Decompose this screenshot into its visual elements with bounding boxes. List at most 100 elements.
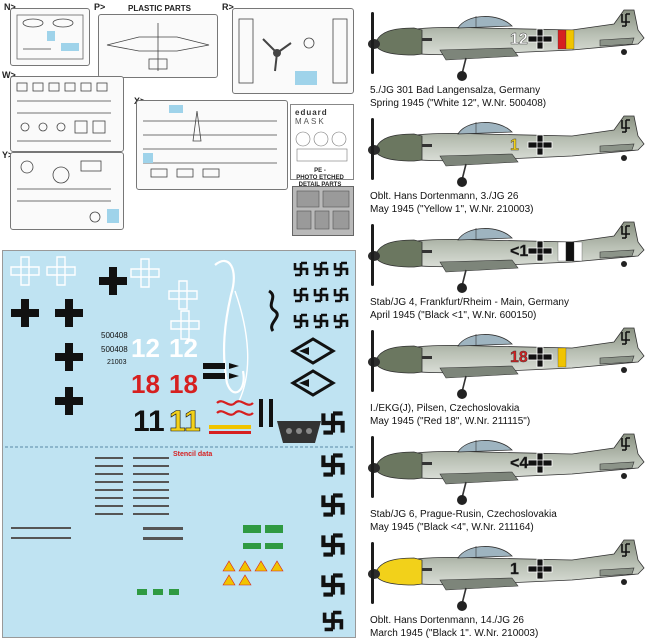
cross-vertical: [537, 135, 543, 155]
profile-5-caption: Stab/JG 6, Prague-Rusin, Czechoslovakia …: [370, 508, 557, 534]
sprue-p-parts: [106, 23, 210, 71]
cross-vertical: [537, 559, 543, 579]
tail-swastika: [621, 119, 630, 133]
profile-1-caption: 5./JG 301 Bad Langensalza, Germany Sprin…: [370, 84, 546, 110]
pe-label-line3: DETAIL PARTS: [298, 182, 342, 188]
cross-vertical: [537, 29, 543, 49]
aircraft-profile-5: <4: [368, 433, 645, 505]
pe-label-line1: PE -: [314, 168, 326, 174]
profile-3-caption-line1: Stab/JG 4, Frankfurt/Rheim - Main, Germa…: [370, 297, 569, 308]
cross-vertical: [537, 347, 543, 367]
sprue-w-label: W>: [2, 70, 16, 80]
tailplane: [599, 355, 635, 365]
sprue-y: [10, 152, 124, 230]
nose-cowling: [375, 557, 423, 586]
nose-cowling: [375, 239, 423, 268]
tactical-number: <4: [510, 455, 528, 472]
profile-4: 18 I./EKG(J), Pilsen, Czechoslovakia May…: [362, 318, 650, 427]
sprue-n-label: N>: [4, 2, 16, 12]
profile-4-caption: I./EKG(J), Pilsen, Czechoslovakia May 19…: [370, 402, 530, 428]
aircraft-profile-3: <1: [368, 221, 645, 293]
aircraft-profile-1: 12: [368, 9, 645, 81]
pe-fret-parts: [296, 190, 350, 230]
wheel: [457, 389, 467, 399]
fuselage-band: [565, 241, 575, 262]
canopy: [457, 16, 513, 29]
mask-card: eduard MASK: [290, 104, 354, 180]
tail-wheel: [621, 579, 627, 585]
tail-wheel: [621, 49, 627, 55]
propeller: [371, 330, 374, 392]
wing: [439, 153, 519, 167]
mask-label: MASK: [295, 117, 326, 126]
pe-fret: [292, 186, 354, 236]
sprue-r-label: R>: [222, 2, 234, 12]
profile-3-caption: Stab/JG 4, Frankfurt/Rheim - Main, Germa…: [370, 296, 569, 322]
tail-swastika: [621, 225, 630, 239]
profile-2-caption-line1: Oblt. Hans Dortenmann, 3./JG 26: [370, 191, 519, 202]
exhaust: [422, 250, 432, 253]
sprue-y-label: Y>: [2, 150, 14, 160]
decal-stencil-header: Stencil data: [173, 451, 213, 458]
tailplane: [599, 143, 635, 153]
tail-swastika: [621, 437, 630, 451]
decal-number-white-b: 12: [169, 333, 198, 363]
tactical-number: 1: [510, 137, 519, 154]
tailplane: [599, 567, 635, 577]
decal-serial-3: 21003: [107, 359, 127, 366]
sprue-x: [136, 100, 288, 190]
exhaust: [422, 144, 432, 147]
canopy: [457, 440, 513, 453]
cross-outline: [527, 134, 553, 156]
decal-number-red-b: 18: [169, 369, 198, 399]
fuselage-band: [557, 29, 567, 50]
wing: [439, 577, 519, 591]
profile-5-caption-line2: May 1945 ("Black <4", W.Nr. 211164): [370, 522, 534, 533]
profile-2-caption: Oblt. Hans Dortenmann, 3./JG 26 May 1945…: [370, 190, 533, 216]
decal-crosses: [5, 256, 353, 632]
profile-6-caption-line2: March 1945 ("Black 1". W.Nr. 210003): [370, 628, 539, 639]
aircraft-profile-6: 1: [368, 539, 645, 611]
tactical-number: 1: [510, 561, 519, 578]
wing: [439, 365, 519, 379]
decal-number-yellow: 11: [169, 405, 201, 439]
exhaust: [422, 462, 432, 465]
cross-outline: [527, 346, 553, 368]
profile-5-caption-line1: Stab/JG 6, Prague-Rusin, Czechoslovakia: [370, 509, 557, 520]
profile-1-caption-line2: Spring 1945 ("White 12", W.Nr. 500408): [370, 98, 547, 109]
decal-number-white-a: 12: [131, 333, 160, 363]
decal-serial-2: 500408: [101, 345, 128, 354]
fuselage-band: [557, 241, 567, 262]
cross-outline: [527, 452, 553, 474]
profile-3-caption-line2: April 1945 ("Black <1", W.Nr. 600150): [370, 310, 537, 321]
canopy: [457, 228, 513, 241]
wing: [439, 259, 519, 273]
profile-6-caption: Oblt. Hans Dortenmann, 14./JG 26 March 1…: [370, 614, 538, 640]
sprue-w-parts: [16, 82, 111, 142]
pe-note: PE - PHOTO ETCHED DETAIL PARTS: [284, 168, 356, 189]
profile-1: 12 5./JG 301 Bad Langensalza, Germany Sp…: [362, 0, 650, 109]
aircraft-profile-2: 1: [368, 115, 645, 187]
fuselage-band: [557, 347, 567, 368]
decal-sheet: 500408 500408 21003 12 12 18 18 11 11 St…: [2, 250, 356, 638]
canopy: [457, 334, 513, 347]
tactical-number: <1: [510, 243, 528, 260]
sprue-w: [10, 76, 124, 152]
aircraft-profile-4: 18: [368, 327, 645, 399]
wing: [439, 47, 519, 61]
profile-6: 1 Oblt. Hans Dortenmann, 14./JG 26 March…: [362, 530, 650, 639]
sprue-p-label: P>: [94, 2, 106, 12]
propeller: [371, 12, 374, 74]
tailplane: [599, 249, 635, 259]
propeller: [371, 436, 374, 498]
cross-outline: [527, 240, 553, 262]
sprue-n: [10, 8, 90, 66]
canopy: [457, 546, 513, 559]
decal-number-red-a: 18: [131, 369, 160, 399]
profile-2: 1 Oblt. Hans Dortenmann, 3./JG 26 May 19…: [362, 106, 650, 215]
wheel: [457, 495, 467, 505]
exhaust: [422, 568, 432, 571]
nose-cowling: [375, 27, 423, 56]
sprue-x-parts: [143, 105, 277, 178]
decal-number-black: 11: [133, 405, 165, 438]
